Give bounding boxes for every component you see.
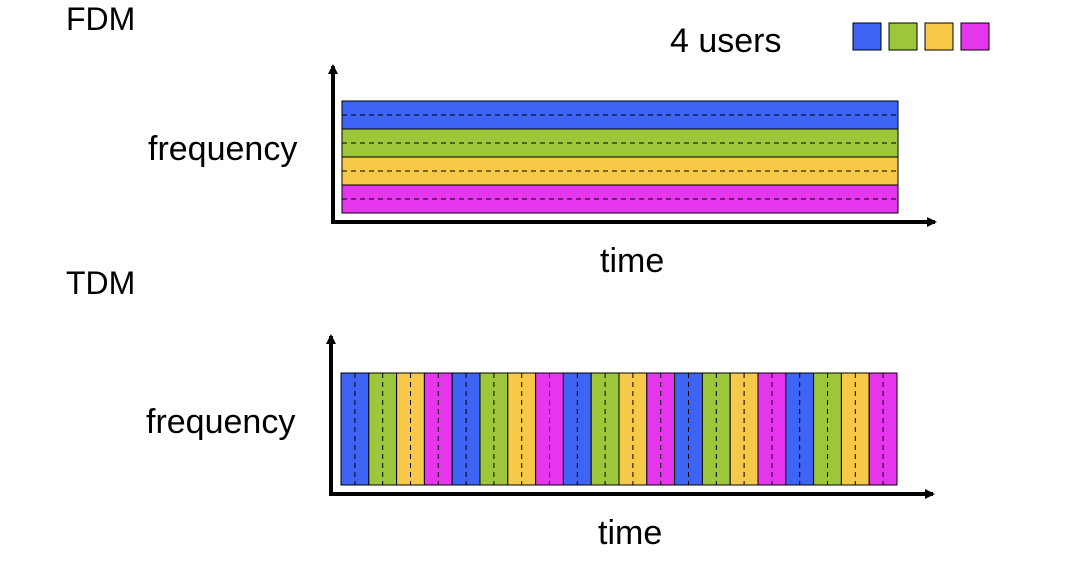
fdm-ylabel: frequency xyxy=(148,130,297,168)
legend-swatch-user-1 xyxy=(852,22,882,51)
legend-swatch-user-4 xyxy=(960,22,990,51)
tdm-slots xyxy=(340,372,898,486)
fdm-xlabel: time xyxy=(600,242,664,280)
tdm-panel: frequency time xyxy=(146,334,935,552)
tdm-title: TDM xyxy=(66,265,135,301)
fdm-panel: frequency time xyxy=(148,64,937,280)
legend-label: 4 users xyxy=(670,22,782,60)
legend-swatch-user-3 xyxy=(924,22,954,51)
legend-swatch-user-2 xyxy=(888,22,918,51)
legend-swatches xyxy=(852,22,990,51)
fdm-title: FDM xyxy=(66,1,135,37)
fdm-bands xyxy=(341,100,899,214)
tdm-ylabel: frequency xyxy=(146,403,295,441)
tdm-xlabel: time xyxy=(598,514,662,552)
